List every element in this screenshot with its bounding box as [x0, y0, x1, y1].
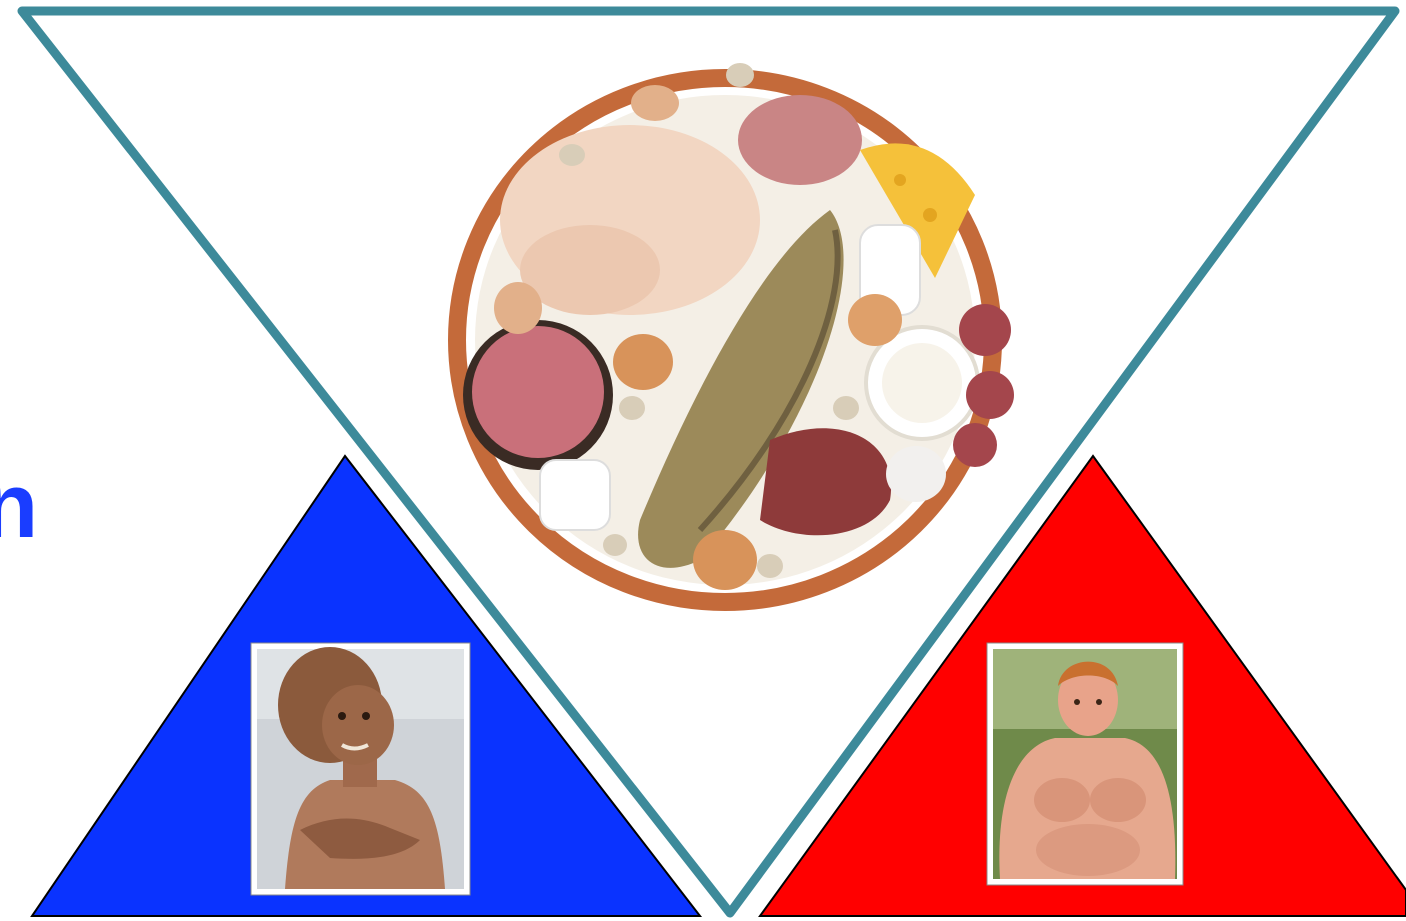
- protein-foods-platter-icon: [457, 63, 1014, 602]
- obese-child-photo-icon: [987, 643, 1183, 885]
- malnourished-child-photo-icon: [251, 643, 470, 895]
